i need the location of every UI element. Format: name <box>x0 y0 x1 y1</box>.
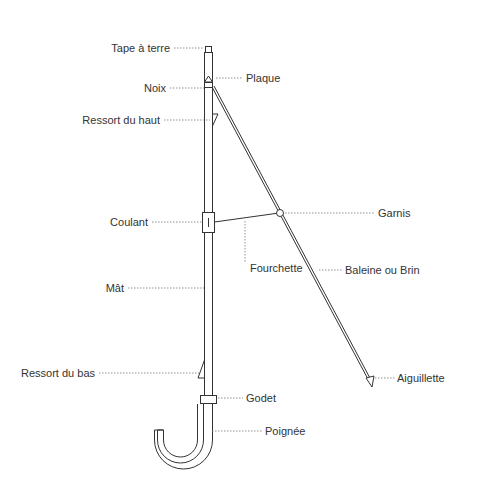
part-label: Plaque <box>246 72 280 85</box>
part-label: Poignée <box>265 425 305 438</box>
part-label: Fourchette <box>250 262 303 275</box>
part-label: Noix <box>144 82 166 95</box>
part-label: Godet <box>246 392 276 405</box>
part-label: Tape à terre <box>111 42 170 55</box>
part-label: Mât <box>106 282 124 295</box>
part-label: Aiguillette <box>397 372 445 385</box>
part-label: Coulant <box>110 216 148 229</box>
part-label: Ressort du haut <box>82 114 160 127</box>
part-label: Baleine ou Brin <box>345 264 420 277</box>
part-label: Ressort du bas <box>21 367 95 380</box>
part-label: Garnis <box>378 207 410 220</box>
